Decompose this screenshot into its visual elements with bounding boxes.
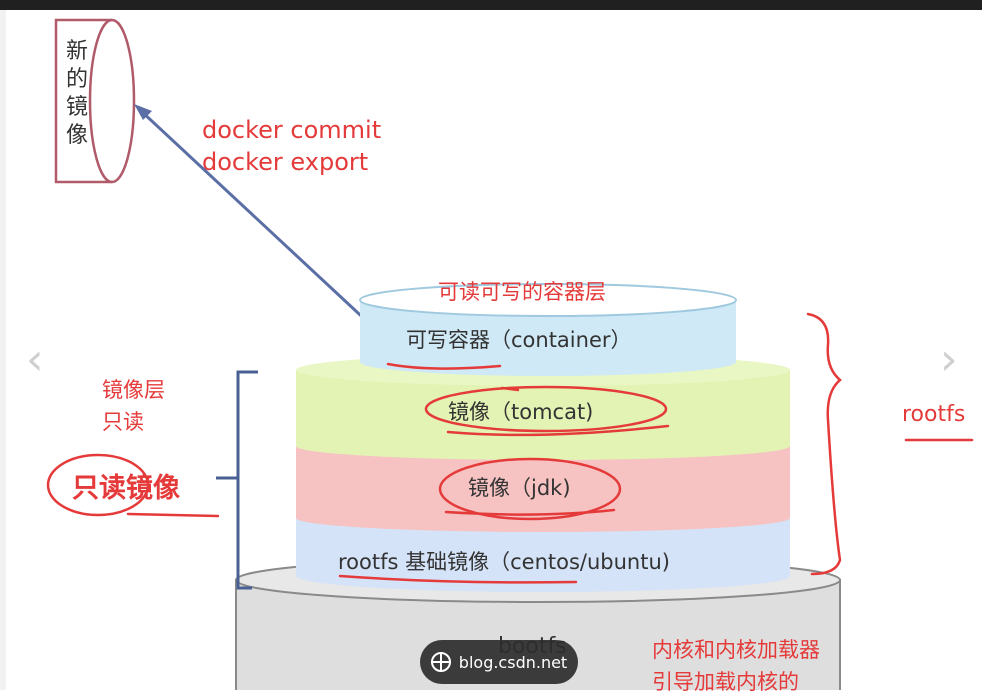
docker-export-label: docker export [202,148,369,176]
kernel-note-line1: 内核和内核加载器 [652,638,820,662]
container-layer-caption: 可读可写的容器层 [438,280,606,304]
rootfs-base-layer-label: rootfs 基础镜像（centos/ubuntu) [338,550,670,574]
watermark-badge[interactable]: blog.csdn.net [420,640,578,684]
readonly-image-label: 只读镜像 [72,473,180,504]
globe-icon [430,652,451,672]
tomcat-layer-label: 镜像（tomcat) [448,400,594,424]
image-layers-bracket [236,370,258,590]
commit-arrow [134,104,374,328]
left-margin [0,10,6,690]
rootfs-label: rootfs [902,402,966,427]
top-bar [0,0,982,10]
jdk-layer-label: 镜像（jdk) [468,476,571,500]
image-layer-note: 镜像层 [102,378,165,402]
container-layer [359,283,737,376]
new-image-cylinder [54,18,136,184]
new-image-label: 新的镜像 [65,39,88,148]
kernel-note-line2: 引导加载内核的 [652,670,799,694]
next-slide-button[interactable]: › [940,334,958,385]
container-layer-label: 可写容器（container） [406,328,632,352]
prev-slide-button[interactable]: ‹ [26,334,44,385]
watermark-text: blog.csdn.net [458,652,568,672]
hand-annotations [46,312,974,584]
docker-commit-label: docker commit [202,116,382,144]
readonly-note: 只读 [102,410,144,434]
